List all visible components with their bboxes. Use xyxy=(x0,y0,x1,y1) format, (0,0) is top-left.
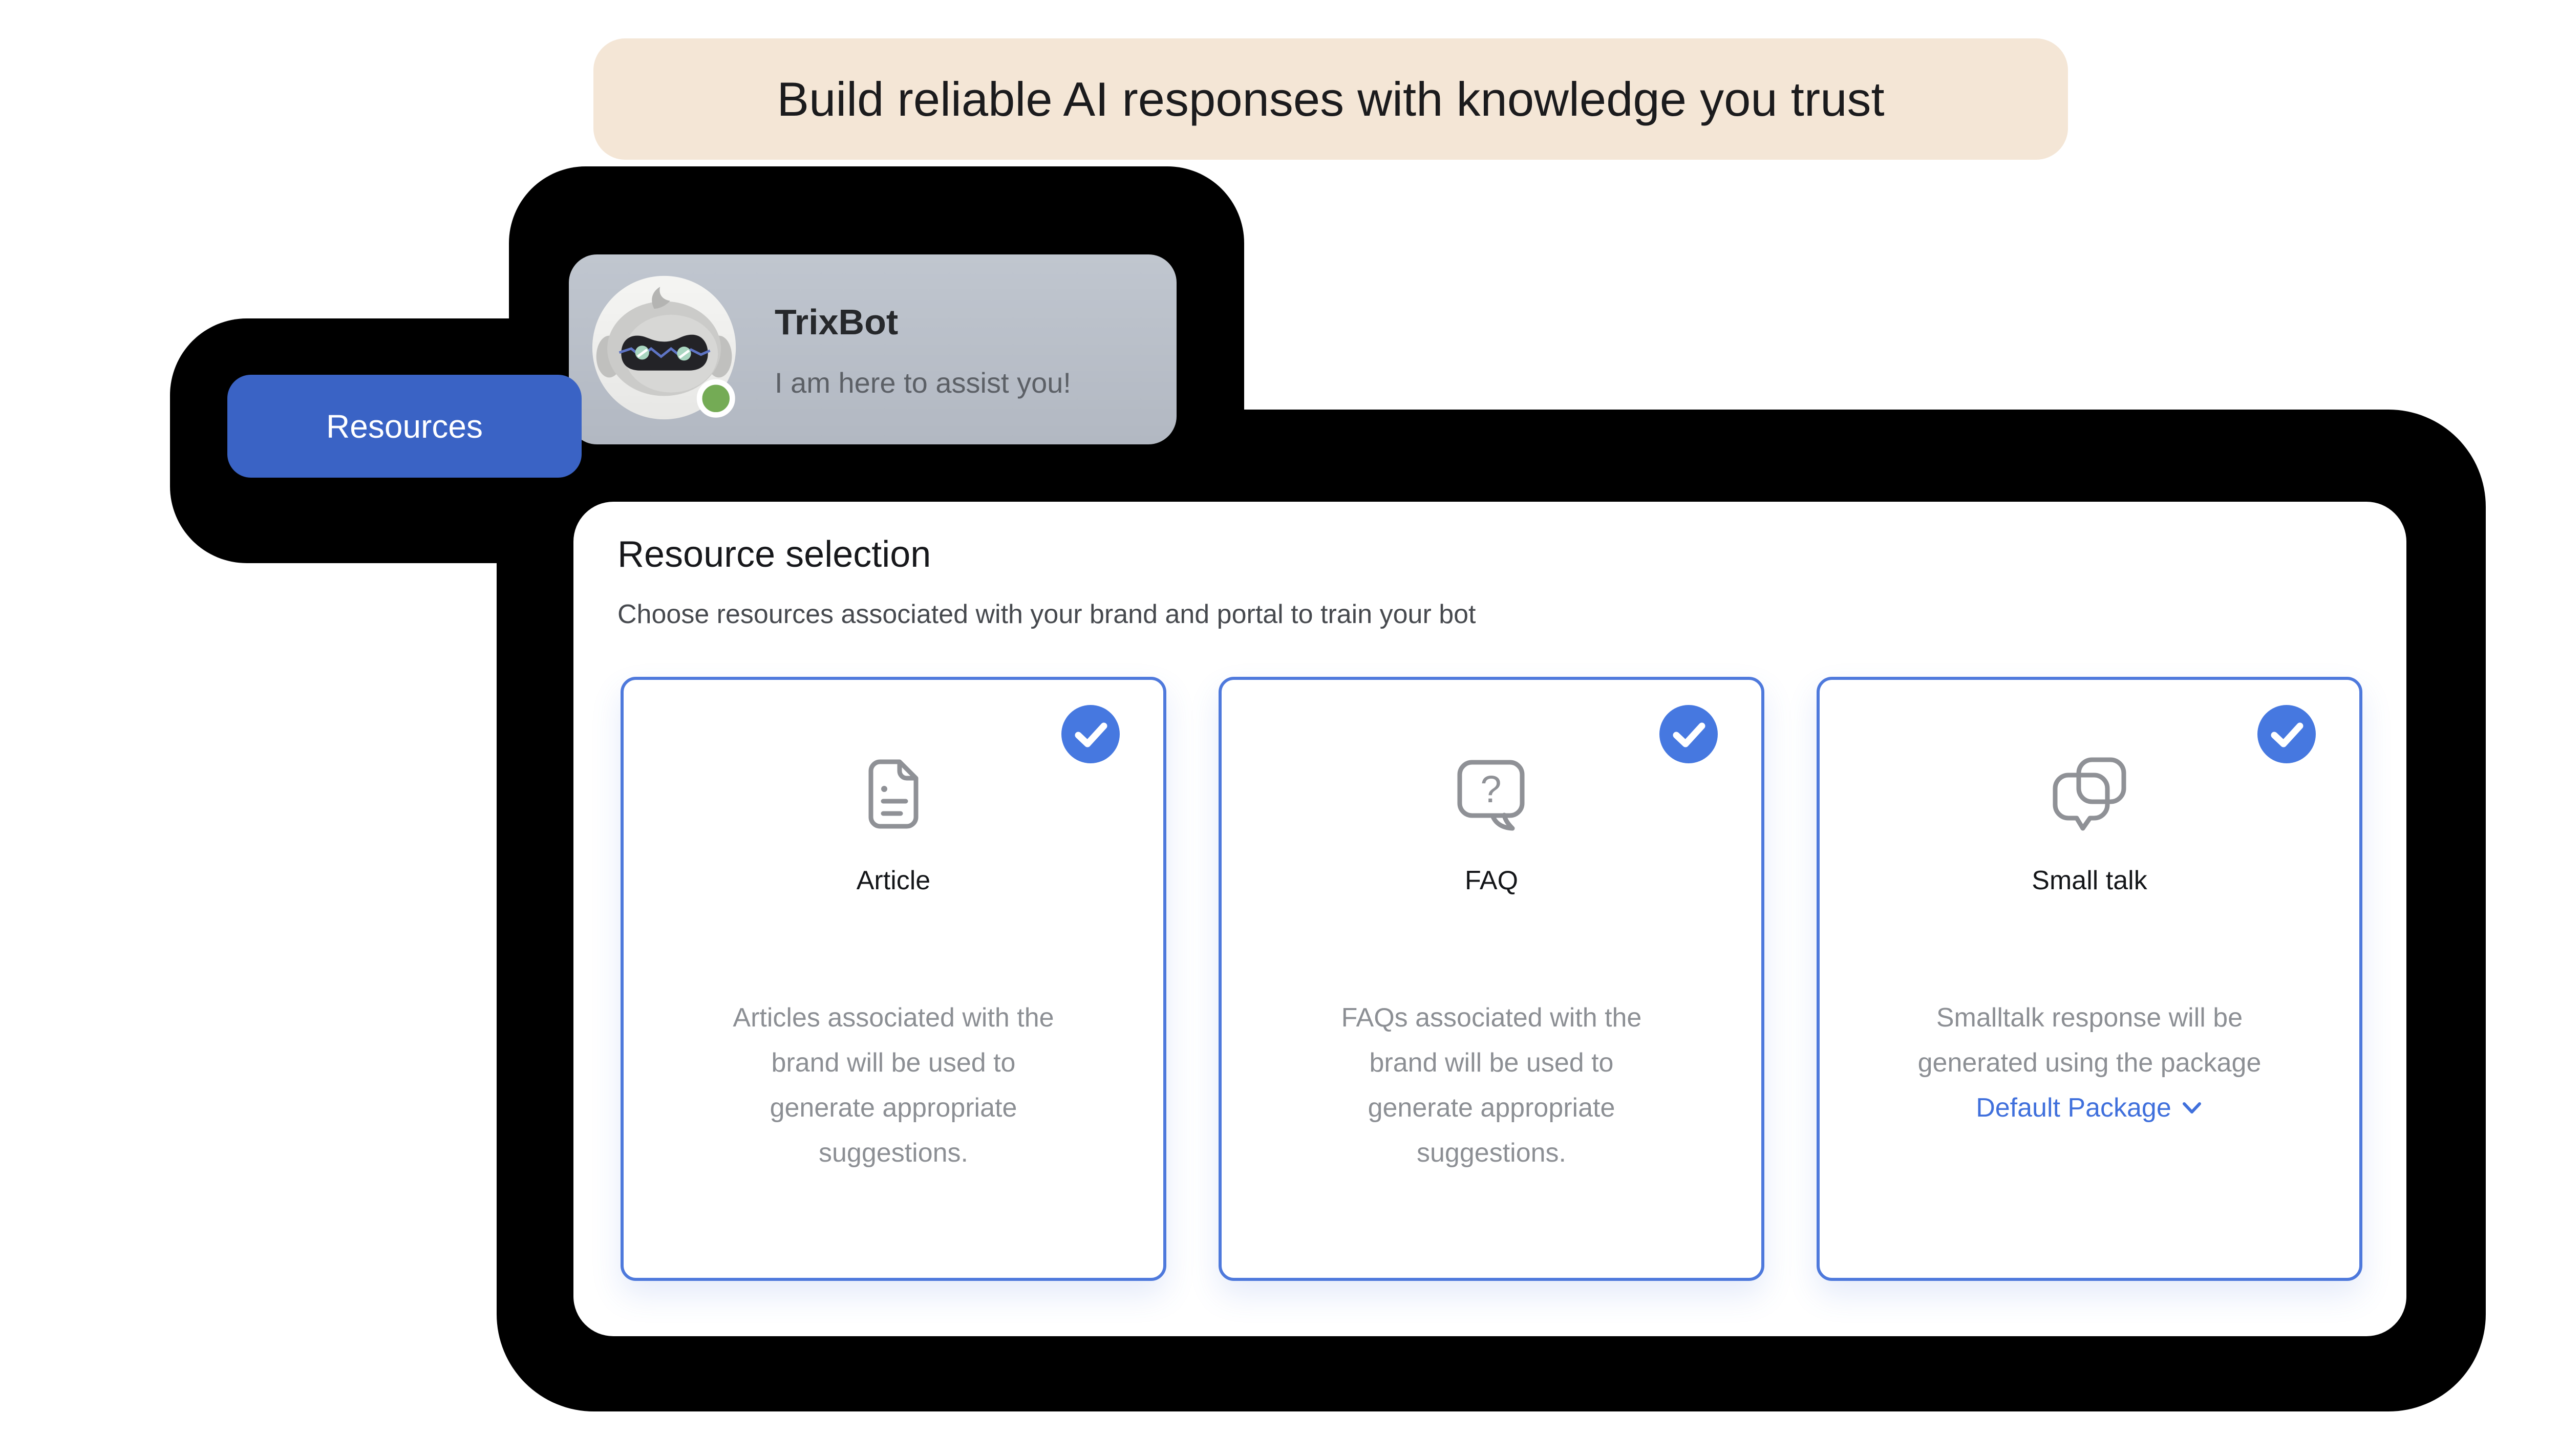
package-link-row: Default Package xyxy=(1820,1085,2359,1130)
selected-check-icon[interactable] xyxy=(1061,705,1120,763)
card-title: Article xyxy=(856,866,931,895)
card-description: FAQs associated with the brand will be u… xyxy=(1341,1003,1642,1168)
online-status-dot xyxy=(696,379,735,418)
resource-card-small-talk[interactable]: Small talk Smalltalk response will be ge… xyxy=(1817,677,2362,1281)
robot-avatar-icon xyxy=(592,275,736,420)
svg-text:?: ? xyxy=(1480,768,1501,810)
headline-text: Build reliable AI responses with knowled… xyxy=(777,72,1885,126)
selected-check-icon[interactable] xyxy=(2257,705,2316,763)
card-description: Smalltalk response will be generated usi… xyxy=(1917,1003,2262,1078)
resource-card-article[interactable]: Article Articles associated with the bra… xyxy=(621,677,1166,1281)
panel-title: Resource selection xyxy=(617,534,931,575)
chatbot-texts: TrixBot I am here to assist you! xyxy=(775,254,1171,444)
faq-question-bubble-icon: ? xyxy=(1222,751,1761,838)
resource-card-faq[interactable]: ? FAQ FAQs associated with the brand wil… xyxy=(1219,677,1764,1281)
default-package-label: Default Package xyxy=(1976,1093,2171,1123)
card-description: Articles associated with the brand will … xyxy=(733,1003,1054,1168)
panel-subtitle: Choose resources associated with your br… xyxy=(617,599,1476,629)
bot-message: I am here to assist you! xyxy=(775,367,1071,399)
bot-name: TrixBot xyxy=(775,302,899,342)
selected-check-icon[interactable] xyxy=(1659,705,1718,763)
resources-button[interactable]: Resources xyxy=(227,375,582,478)
card-title: FAQ xyxy=(1464,866,1519,895)
resource-cards: Article Articles associated with the bra… xyxy=(621,677,2362,1281)
card-title: Small talk xyxy=(2032,866,2147,895)
article-document-icon xyxy=(624,751,1163,838)
headline-banner: Build reliable AI responses with knowled… xyxy=(593,38,2068,160)
chatbot-header-card: TrixBot I am here to assist you! xyxy=(569,254,1177,444)
chevron-down-icon xyxy=(2182,1102,2201,1114)
default-package-link[interactable]: Default Package xyxy=(1976,1093,2203,1123)
resource-selection-panel: Resource selection Choose resources asso… xyxy=(573,502,2406,1336)
small-talk-bubbles-icon xyxy=(1820,751,2359,838)
